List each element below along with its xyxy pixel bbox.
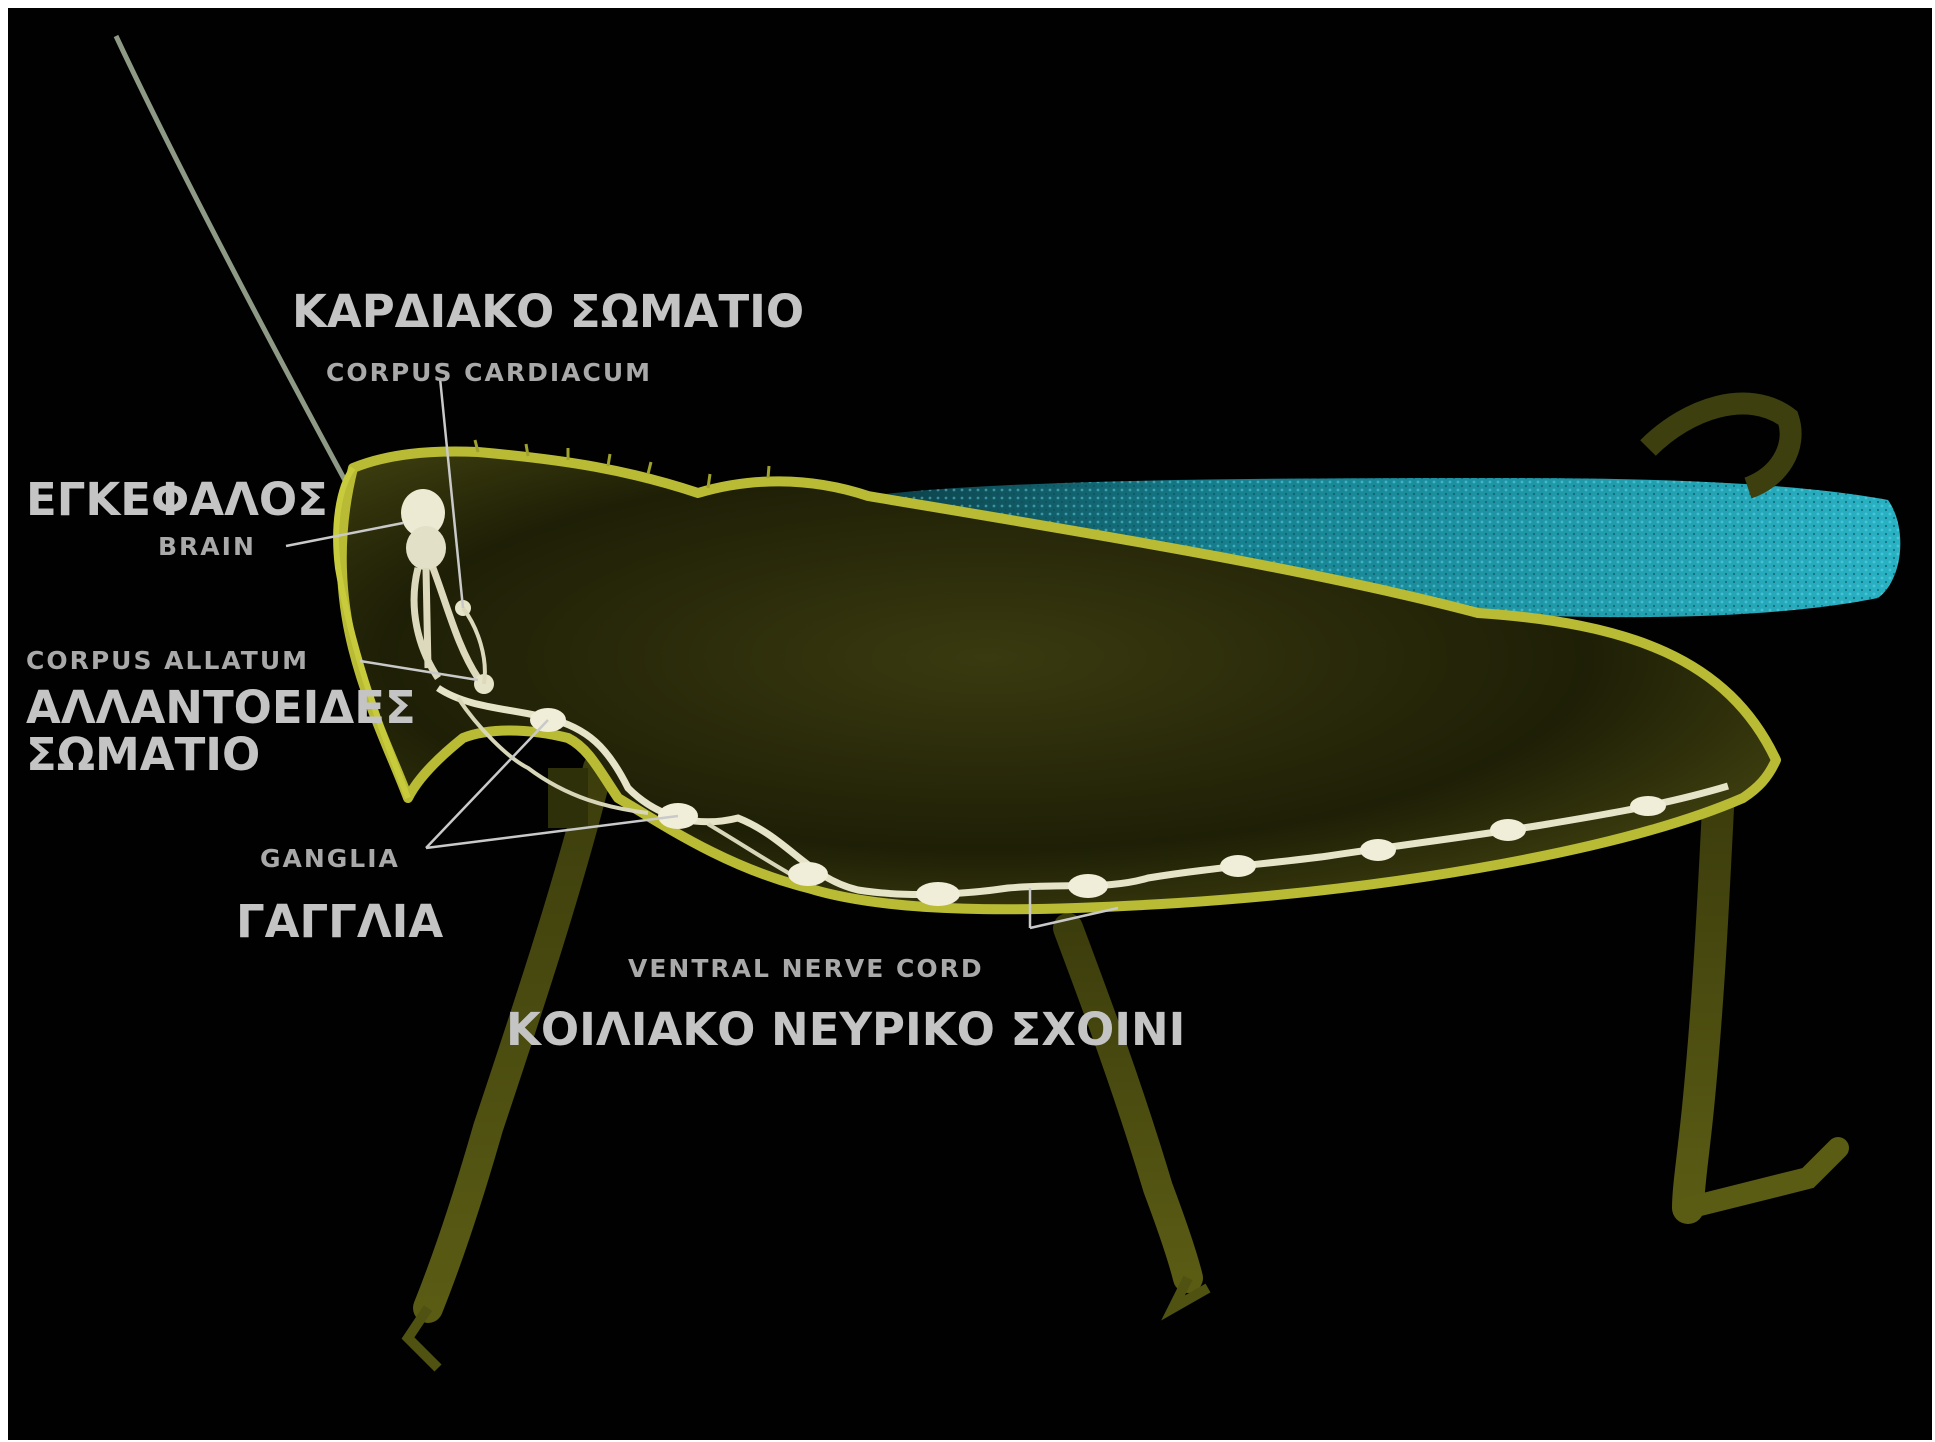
middle-leg	[1068, 928, 1188, 1278]
brain-lobe-lower	[406, 526, 446, 570]
label-corpus-cardiacum: CORPUS CARDIACUM	[326, 358, 652, 387]
hind-leg-tibia	[1688, 808, 1718, 1208]
label-corpus-allatum-greek-line2: ΣΩΜΑΤΙΟ	[26, 731, 416, 778]
label-brain: BRAIN	[158, 532, 256, 561]
label-corpus-allatum-greek-line1: ΑΛΛΑΝΤΟΕΙΔΕΣ	[26, 684, 416, 731]
label-corpus-allatum-greek: ΑΛΛΑΝΤΟΕΙΔΕΣ ΣΩΜΑΤΙΟ	[26, 684, 416, 779]
label-corpus-allatum: CORPUS ALLATUM	[26, 646, 309, 675]
hind-leg-femur	[1648, 404, 1791, 488]
label-corpus-cardiacum-greek: ΚΑΡΔΙΑΚΟ ΣΩΜΑΤΙΟ	[292, 288, 804, 335]
label-ganglia: GANGLIA	[260, 844, 400, 873]
label-ventral-nerve-cord-greek: ΚΟΙΛΙΑΚΟ ΝΕΥΡΙΚΟ ΣΧΟΙΝΙ	[506, 1006, 1185, 1053]
label-ventral-nerve-cord: VENTRAL NERVE CORD	[628, 954, 984, 983]
label-brain-greek: ΕΓΚΕΦΑΛΟΣ	[26, 476, 328, 523]
antenna	[116, 36, 348, 486]
label-ganglia-greek: ΓΑΓΓΛΙΑ	[236, 898, 443, 945]
diagram-canvas: ΚΑΡΔΙΑΚΟ ΣΩΜΑΤΙΟ CORPUS CARDIACUM ΕΓΚΕΦΑ…	[8, 8, 1932, 1440]
